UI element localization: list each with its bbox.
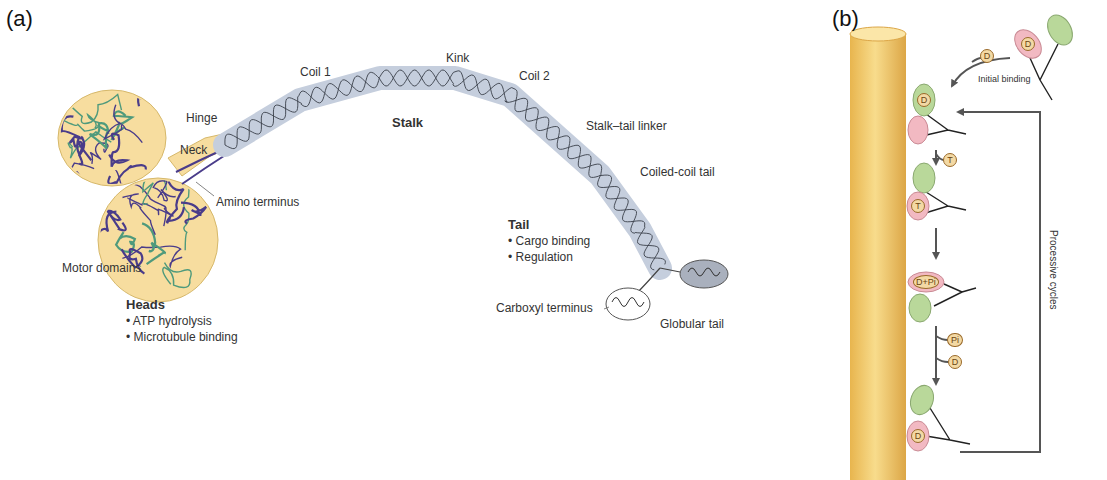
nucleotide-label: D [1025, 40, 1032, 49]
part-label: Stalk–tail linker [586, 120, 667, 134]
part-label: Carboxyl terminus [496, 302, 593, 316]
part-label: Globular tail [660, 318, 724, 332]
part-label: Heads [126, 298, 165, 313]
panel-letter: (b) [832, 6, 859, 31]
nucleotide-label: T [915, 202, 921, 211]
nucleotide-circle: D+Pi [913, 275, 940, 289]
protein-ribbon [153, 181, 175, 201]
protein-ribbon [167, 181, 184, 222]
part-label: • Microtubule binding [126, 331, 238, 345]
leader-line [604, 307, 609, 309]
nucleotide-circle: D [948, 355, 962, 369]
part-label: Tail [508, 218, 529, 233]
kinesin-dimer [908, 84, 966, 144]
kinesin-dimer [907, 382, 970, 451]
nucleotide-label: D [915, 432, 922, 441]
helix-strand [225, 70, 665, 264]
part-label: Motor domains [62, 262, 141, 276]
cycle-label: Processive cycles [1048, 230, 1060, 309]
nucleotide-label: T [947, 156, 953, 165]
part-label: Stalk [392, 116, 423, 131]
part-label: Hinge [186, 112, 217, 126]
part-label: • Cargo binding [508, 235, 590, 249]
nucleotide-label: Pi [951, 336, 959, 345]
protein-ribbon [104, 105, 142, 143]
motor-domains [56, 90, 236, 302]
helix-strand [225, 70, 659, 270]
protein-ribbon [70, 137, 84, 165]
part-label: Initial binding [978, 74, 1031, 84]
nucleotide-circle: T [943, 153, 957, 167]
kinesin-dimer [908, 272, 976, 322]
nucleotide-label: D+Pi [916, 278, 936, 287]
protein-ribbon [56, 163, 94, 185]
part-label: Coil 1 [300, 66, 331, 80]
protein-ribbon [101, 207, 126, 231]
protein-ribbon [116, 171, 167, 226]
nucleotide-circle: D [911, 429, 925, 443]
protein-ribbon [123, 194, 156, 235]
cycle-bracket [958, 112, 1040, 452]
nucleotide-circle: Pi [947, 333, 962, 347]
coiled-coil [225, 70, 666, 270]
protein-ribbon [69, 212, 117, 237]
part-label: • Regulation [508, 251, 573, 265]
part-label: Coiled-coil tail [640, 166, 715, 180]
part-label: Neck [180, 144, 207, 158]
part-label: Amino terminus [216, 196, 299, 210]
nucleotide-circle: T [911, 199, 925, 213]
leader-line [196, 182, 214, 196]
part-label: • ATP hydrolysis [126, 315, 212, 329]
kinesin-dimer [907, 163, 966, 220]
protein-ribbon [138, 97, 177, 122]
nucleotide-circle: D [980, 49, 994, 63]
protein-ribbon [109, 134, 127, 167]
protein-ribbon [63, 115, 100, 132]
nucleotide-circle: D [917, 93, 931, 107]
nucleotide-label: D [952, 358, 959, 367]
part-label: Kink [446, 52, 469, 66]
nucleotide-circle: D [1021, 37, 1035, 51]
reaction-arrows [936, 58, 1040, 452]
protein-ribbon [163, 263, 191, 288]
part-label: Coil 2 [519, 70, 550, 84]
protein-ribbon [181, 203, 206, 224]
globular-tail [680, 260, 728, 288]
protein-ribbon [184, 177, 189, 250]
microtubule [850, 34, 906, 480]
nucleotide-label: D [921, 96, 928, 105]
nucleotide-label: D [984, 52, 991, 61]
panel-letter: (a) [6, 6, 33, 31]
stalk-band [225, 78, 660, 268]
kinesin-dimer [1009, 11, 1077, 100]
protein-ribbon [108, 165, 146, 189]
globular-tail [606, 288, 650, 320]
